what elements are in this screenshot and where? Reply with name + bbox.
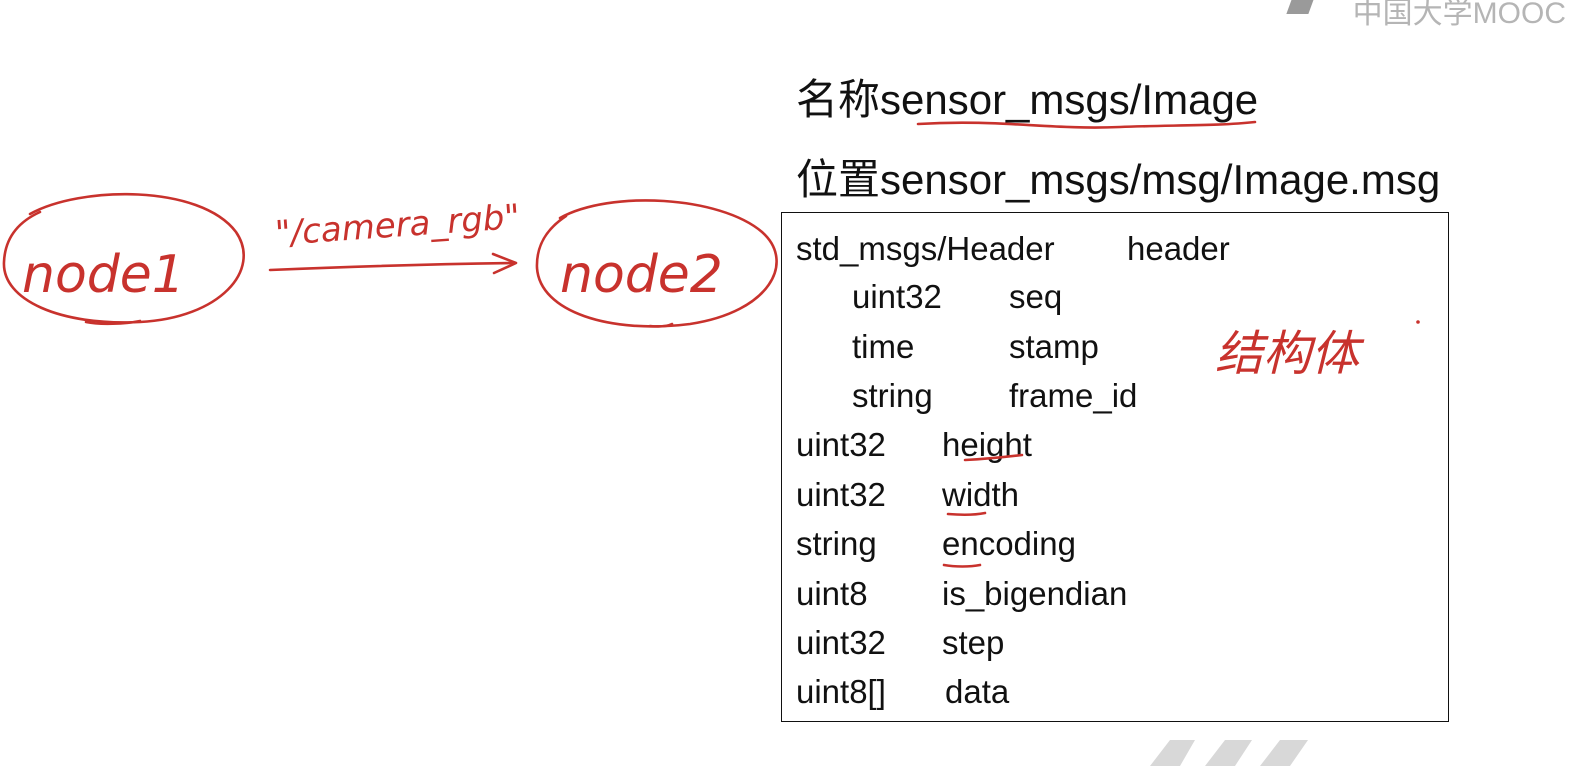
field-type-height: uint32: [796, 426, 886, 463]
field-name-is-bigendian: is_bigendian: [942, 575, 1128, 612]
field-type-width: uint32: [796, 476, 886, 513]
mooc-logo-icon: [1286, 0, 1316, 14]
field-type-seq: uint32: [852, 278, 942, 315]
node2-label: node2: [560, 245, 723, 305]
topic-label: "/camera_rgb": [274, 197, 521, 254]
field-type-header: std_msgs/Header: [796, 230, 1055, 267]
field-type-data: uint8[]: [796, 673, 886, 710]
field-name-step: step: [942, 624, 1005, 661]
field-name-frame-id: frame_id: [1009, 377, 1138, 414]
field-name-stamp: stamp: [1009, 328, 1099, 365]
field-name-width: width: [942, 476, 1020, 513]
topic-arrow: [268, 261, 517, 272]
field-name-seq: seq: [1009, 278, 1063, 315]
field-type-step: uint32: [796, 624, 886, 661]
field-name-header: header: [1127, 230, 1230, 267]
field-name-height: height: [942, 426, 1032, 463]
message-location-line: 位置sensor_msgs/msg/Image.msg: [796, 156, 1441, 203]
node1-underline: [84, 319, 142, 326]
field-type-is-bigendian: uint8: [796, 575, 868, 612]
node2-ellipse: [535, 199, 778, 328]
message-name-line: 名称sensor_msgs/Image: [796, 76, 1259, 123]
mooc-bottom-logo-icon: [1150, 740, 1308, 766]
node1-label: node1: [22, 245, 185, 305]
node2-underline: [648, 322, 674, 328]
mooc-watermark: 中国大学MOOC: [1352, 0, 1566, 30]
field-type-stamp: time: [852, 328, 915, 365]
field-name-data: data: [945, 673, 1010, 710]
field-type-frame-id: string: [852, 377, 933, 414]
field-name-encoding: encoding: [942, 525, 1076, 562]
topic-arrowhead: [491, 252, 518, 275]
node1-ellipse: [2, 192, 245, 324]
message-definition-box: std_msgs/Header header uint32 seq time s…: [781, 212, 1449, 722]
field-type-encoding: string: [796, 525, 877, 562]
